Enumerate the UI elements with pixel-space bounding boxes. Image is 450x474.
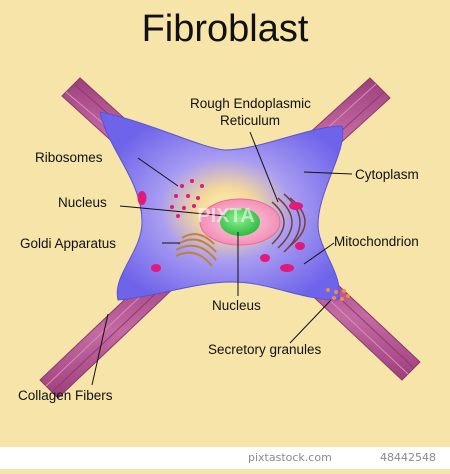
secretory-granules	[326, 288, 350, 301]
diagram-title: Fibroblast	[141, 8, 309, 50]
label-mitochondrion: Mitochondrion	[334, 234, 419, 249]
label-goldi-apparatus: Goldi Apparatus	[20, 236, 117, 251]
label-collagen-fibers: Collagen Fibers	[18, 388, 113, 403]
footer-brand: pixtastock.com	[248, 451, 332, 464]
nucleolus	[220, 208, 260, 236]
label-rough-er-line2: Reticulum	[220, 113, 281, 128]
golgi-apparatus	[175, 233, 217, 267]
mitochondria	[137, 191, 305, 272]
label-ribosomes: Ribosomes	[35, 150, 103, 165]
ribosomes	[170, 179, 204, 218]
label-cytoplasm: Cytoplasm	[355, 167, 419, 182]
watermark-center: PIXTA	[197, 205, 254, 227]
watermark-footer: pixtastock.com 48442548	[0, 447, 450, 469]
footer-image-id: 48442548	[380, 451, 436, 464]
label-secretory-granules: Secretory granules	[208, 342, 322, 357]
label-nucleus-bottom: Nucleus	[212, 298, 261, 313]
label-nucleus-left: Nucleus	[58, 195, 107, 210]
label-rough-er-line1: Rough Endoplasmic	[190, 96, 311, 111]
leader-lines	[91, 131, 353, 386]
